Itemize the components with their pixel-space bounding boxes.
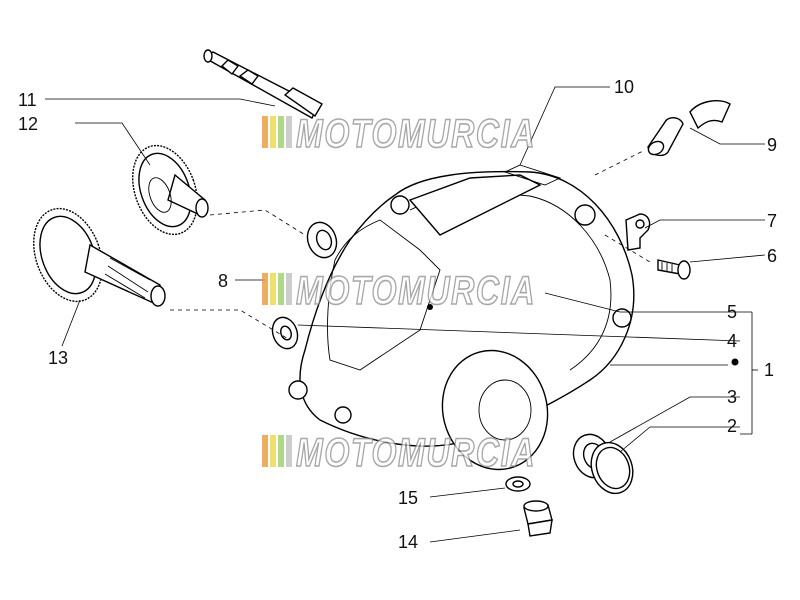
watermark-stripe: [262, 435, 268, 467]
callout-7: 7: [767, 211, 777, 231]
callout-12: 12: [18, 114, 38, 134]
watermark-stripe: [262, 273, 268, 305]
part-7-clip: [625, 213, 651, 251]
callout-15: 15: [398, 488, 418, 508]
callout-10: 10: [614, 77, 634, 97]
callout-11: 11: [18, 90, 37, 110]
callout-9: 9: [767, 135, 777, 155]
watermark-stripe: [278, 273, 284, 305]
callout-4: 4: [727, 331, 737, 351]
watermark-text-top: MOTOMURCIA: [296, 112, 536, 156]
watermark-stripe: [270, 435, 276, 467]
part-4-washer: [271, 316, 299, 350]
watermark-stripe: [270, 116, 276, 148]
watermark-stripe: [286, 116, 292, 148]
watermark-stripe: [286, 273, 292, 305]
part-8-seal: [306, 221, 338, 259]
part-14-drain-plug: [523, 500, 553, 537]
callout-labels: 1 2 3 4 5 6 7 8 9 10 11 12 13 14 15: [18, 77, 777, 552]
callout-3: 3: [727, 387, 737, 407]
callout-14: 14: [398, 532, 418, 552]
part-10-gasket: [503, 164, 562, 186]
callout-13: 13: [48, 348, 68, 368]
part-2-circlip: [590, 441, 634, 495]
part-6-screw: [657, 259, 691, 280]
part-15-washer: [505, 476, 531, 492]
watermark-bottom: MOTOMURCIA: [262, 430, 536, 476]
watermark-middle: MOTOMURCIA: [262, 268, 536, 314]
part-11-shaft: [203, 49, 323, 119]
watermark-text-middle: MOTOMURCIA: [296, 269, 536, 313]
callout-8: 8: [218, 271, 228, 291]
watermark-stripe: [278, 116, 284, 148]
callout-5: 5: [727, 302, 737, 322]
part-12-gear: [132, 144, 209, 236]
callout-6: 6: [767, 246, 777, 266]
watermark-stripe: [262, 116, 268, 148]
part-1-transmission-cover: [288, 170, 635, 471]
watermark-stripe: [286, 435, 292, 467]
watermark-top: MOTOMURCIA: [262, 111, 536, 157]
leader-lines: [45, 86, 766, 543]
part-9-hose: [647, 100, 731, 157]
callout-2: 2: [727, 416, 737, 436]
part-13-gear-shaft: [33, 207, 166, 307]
watermark-stripe: [270, 273, 276, 305]
watermark-text-bottom: MOTOMURCIA: [296, 431, 536, 475]
callout-1: 1: [764, 360, 774, 380]
watermark-stripe: [278, 435, 284, 467]
